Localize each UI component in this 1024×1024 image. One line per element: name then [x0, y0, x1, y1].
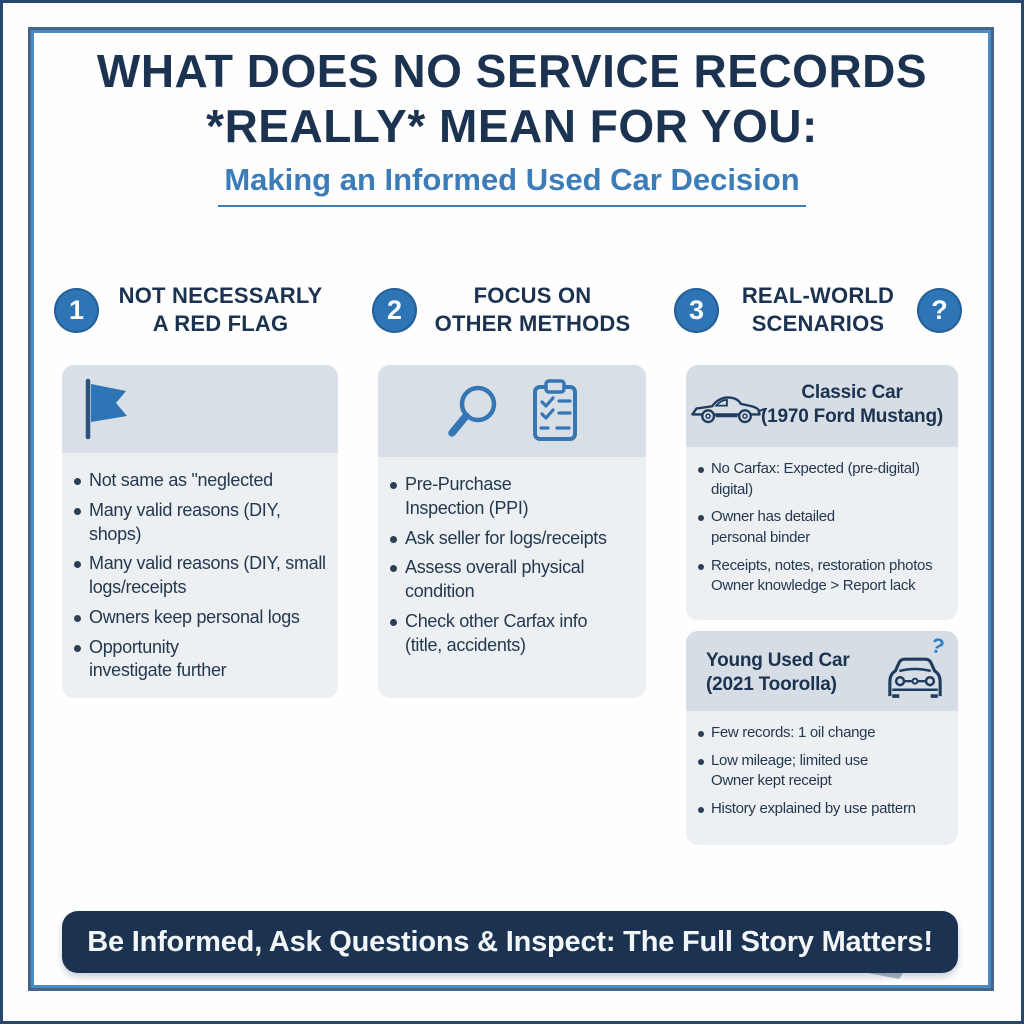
bullet-dot — [698, 467, 704, 473]
list-item: Ask seller for logs/receipts — [390, 527, 638, 551]
list-item: Many valid reasons (DIY, shops) — [74, 499, 330, 547]
bullet-text: Check other Carfax info (title, accident… — [405, 610, 588, 655]
bullet-text: Owners keep personal logs — [89, 606, 300, 627]
bullet-text: Few records: 1 oil change — [711, 724, 876, 741]
column1-card-header — [62, 365, 338, 453]
number-badge-2: 2 — [372, 287, 417, 333]
number-badge-3: 3 — [674, 287, 719, 333]
page-title: WHAT DOES NO SERVICE RECORDS *REALLY* ME… — [0, 44, 1024, 154]
flag-icon — [85, 378, 127, 440]
classic-car-icon — [691, 396, 765, 424]
list-item: Many valid reasons (DIY, small logs/rece… — [74, 552, 330, 600]
young-used-car-bullet-list: Few records: 1 oil change Low mileage; l… — [686, 711, 958, 820]
classic-car-title: Classic Car (1970 Ford Mustang) — [752, 381, 952, 429]
question-badge: ? — [917, 287, 962, 333]
page-subtitle: Making an Informed Used Car Decision — [218, 162, 806, 207]
young-used-car-card: Young Used Car (2021 Toorolla) ? Few rec… — [686, 631, 958, 845]
bullet-dot — [74, 644, 81, 652]
bullet-dot — [698, 515, 704, 522]
column3-heading: REAL-WORLD SCENARIOS — [719, 282, 917, 338]
bullet-text: Not same as "neglected — [89, 470, 273, 490]
column2-heading-line1: FOCUS ON — [473, 283, 592, 308]
column1-heading-line1: NOT NECESSARLY — [118, 283, 323, 308]
bullet-text: Opportunity investigate further — [89, 636, 227, 681]
bullet-dot — [698, 807, 704, 814]
list-item: No Carfax: Expected (pre-digital) digita… — [698, 459, 952, 500]
title-line-1: WHAT DOES NO SERVICE RECORDS — [96, 45, 928, 97]
bullet-dot — [698, 563, 704, 570]
bullet-text: Many valid reasons (DIY, small logs/rece… — [89, 553, 326, 597]
column1-card: Not same as "neglected Many valid reason… — [62, 365, 338, 698]
column1-heading: NOT NECESSARLY A RED FLAG — [99, 282, 342, 338]
list-item: Low mileage; limited use Owner kept rece… — [698, 751, 952, 792]
bullet-dot — [698, 731, 704, 737]
title-line-2: *REALLY* MEAN FOR YOU: — [206, 100, 818, 153]
bullet-text: Receipts, notes, restoration photos Owne… — [711, 556, 933, 595]
column1-bullet-list: Not same as "neglected Many valid reason… — [62, 453, 338, 683]
bullet-dot — [390, 535, 397, 543]
classic-car-bullet-list: No Carfax: Expected (pre-digital) digita… — [686, 447, 958, 597]
subtitle-wrap: Making an Informed Used Car Decision — [0, 162, 1024, 207]
column1-header: 1 NOT NECESSARLY A RED FLAG — [54, 282, 342, 338]
column3-heading-line1: REAL-WORLD — [741, 283, 895, 308]
young-used-car-title-line2: (2021 Toorolla) — [706, 673, 837, 695]
list-item: Opportunity investigate further — [74, 636, 330, 684]
list-item: Receipts, notes, restoration photos Owne… — [698, 556, 952, 597]
bullet-text: No Carfax: Expected (pre-digital) digita… — [711, 460, 920, 498]
list-item: Pre-Purchase Inspection (PPI) — [390, 473, 638, 521]
list-item: History explained by use pattern — [698, 799, 952, 820]
column2-card-header — [378, 365, 646, 457]
list-item: Check other Carfax info (title, accident… — [390, 610, 638, 658]
list-item: Few records: 1 oil change — [698, 723, 952, 744]
bullet-text: Low mileage; limited use Owner kept rece… — [711, 751, 869, 790]
list-item: Assess overall physical condition — [390, 556, 638, 604]
bullet-dot — [74, 614, 81, 622]
classic-car-card: Classic Car (1970 Ford Mustang) No Carfa… — [686, 365, 958, 620]
column2-heading-line2: OTHER METHODS — [434, 311, 631, 337]
bullet-text: Many valid reasons (DIY, shops) — [89, 499, 281, 544]
classic-car-card-header: Classic Car (1970 Ford Mustang) — [686, 365, 958, 447]
column3-heading-line2: SCENARIOS — [751, 311, 885, 337]
bullet-dot — [390, 565, 397, 573]
magnifier-icon — [448, 385, 497, 437]
column2-card: Pre-Purchase Inspection (PPI) Ask seller… — [378, 365, 646, 698]
bullet-text: Owner has detailed personal binder — [711, 508, 835, 547]
bullet-dot — [74, 478, 81, 485]
bullet-dot — [390, 618, 397, 626]
footer-banner: Be Informed, Ask Questions & Inspect: Th… — [62, 911, 958, 973]
column2-header: 2 FOCUS ON OTHER METHODS — [372, 282, 648, 338]
number-badge-1: 1 — [54, 287, 99, 333]
bullet-dot — [74, 507, 81, 515]
modern-car-icon — [888, 657, 942, 698]
column2-bullet-list: Pre-Purchase Inspection (PPI) Ask seller… — [378, 457, 646, 657]
bullet-text: Pre-Purchase Inspection (PPI) — [405, 474, 529, 518]
classic-car-title-line1: Classic Car — [801, 382, 903, 403]
bullet-dot — [390, 482, 397, 489]
young-used-car-title-line1: Young Used Car — [706, 650, 850, 671]
bullet-text: Assess overall physical condition — [405, 557, 585, 601]
classic-car-title-line2: (1970 Ford Mustang) — [761, 405, 943, 427]
list-item: Owner has detailed personal binder — [698, 507, 952, 548]
young-used-car-title: Young Used Car (2021 Toorolla) — [706, 649, 850, 697]
column3-header: 3 REAL-WORLD SCENARIOS ? — [674, 282, 962, 338]
bullet-dot — [698, 758, 704, 765]
bullet-text: History explained by use pattern — [711, 800, 916, 818]
bullet-dot — [74, 561, 81, 569]
footer-banner-text: Be Informed, Ask Questions & Inspect: Th… — [87, 925, 933, 958]
bullet-text: Ask seller for logs/receipts — [405, 527, 607, 548]
list-item: Not same as "neglected — [74, 469, 330, 493]
list-item: Owners keep personal logs — [74, 606, 330, 630]
column1-heading-line2: A RED FLAG — [152, 311, 289, 337]
young-used-car-card-header: Young Used Car (2021 Toorolla) ? — [686, 631, 958, 711]
column2-heading: FOCUS ON OTHER METHODS — [417, 282, 648, 338]
checklist-icon — [533, 379, 577, 441]
